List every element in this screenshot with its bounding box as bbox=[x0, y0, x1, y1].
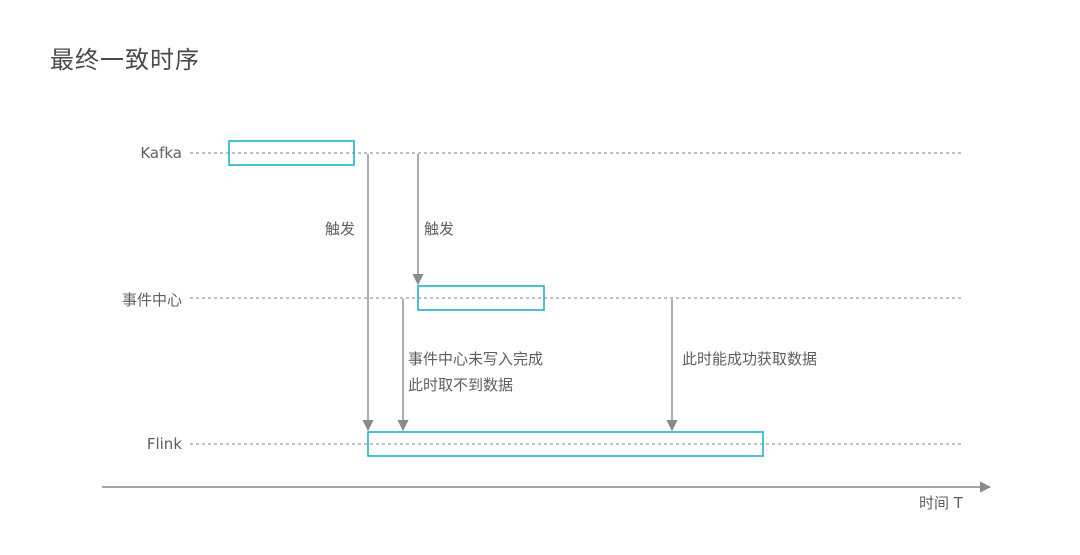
lane-label-event-center: 事件中心 bbox=[121, 291, 182, 309]
not-written-note-line1: 事件中心未写入完成 bbox=[408, 350, 544, 368]
lane-label-flink: Flink bbox=[146, 435, 182, 453]
event-center-activity-box bbox=[417, 285, 545, 311]
trigger-label-1: 触发 bbox=[325, 220, 356, 238]
success-note: 此时能成功获取数据 bbox=[682, 350, 818, 368]
diagram-title: 最终一致时序 bbox=[50, 46, 200, 74]
not-written-note: 事件中心未写入完成 此时取不到数据 bbox=[408, 346, 543, 398]
trigger-label-2: 触发 bbox=[424, 220, 455, 238]
not-written-note-line2: 此时取不到数据 bbox=[408, 376, 514, 394]
flink-activity-box bbox=[367, 431, 764, 457]
lane-label-kafka: Kafka bbox=[140, 144, 182, 162]
kafka-activity-box bbox=[228, 140, 355, 166]
time-axis-label: 时间 T bbox=[919, 494, 963, 512]
